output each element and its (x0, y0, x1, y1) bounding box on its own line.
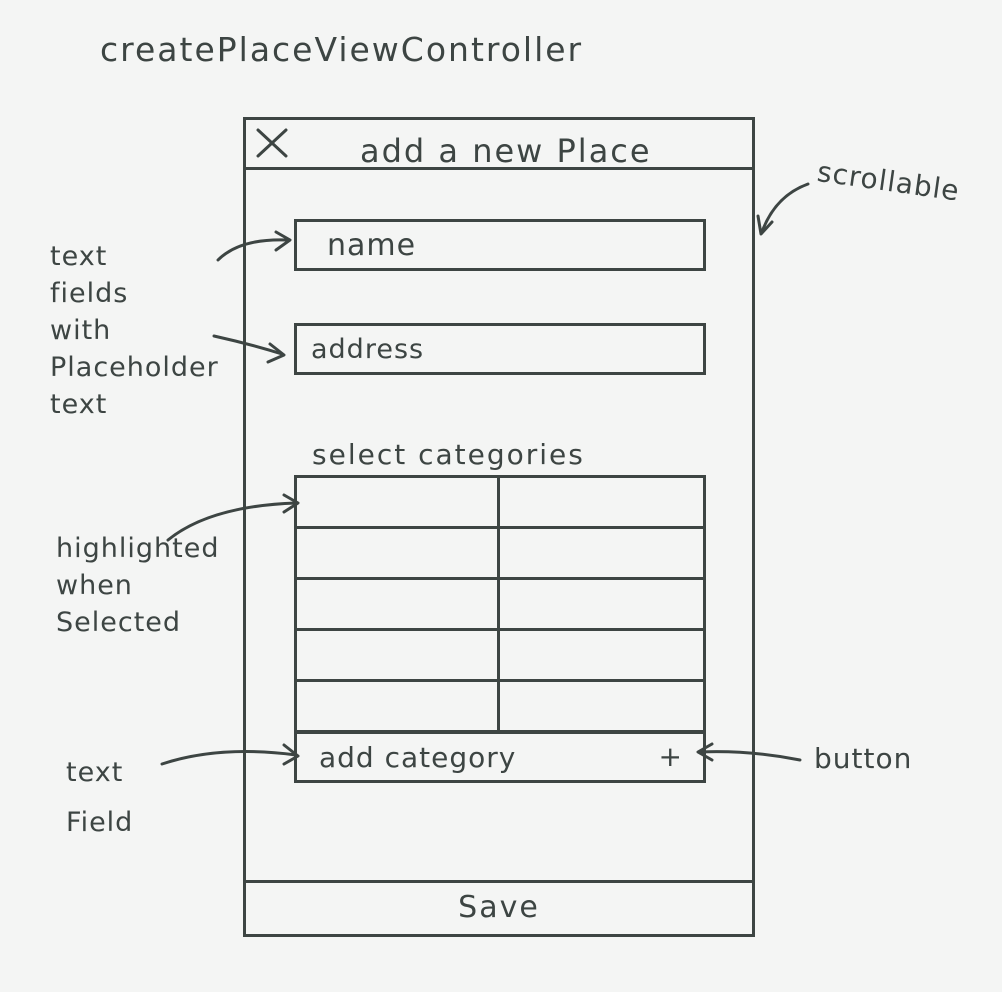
close-icon[interactable] (254, 126, 290, 162)
category-cell[interactable] (297, 478, 500, 529)
annotation-scrollable: scrollable (815, 154, 962, 208)
category-cell[interactable] (297, 631, 500, 682)
category-cell[interactable] (500, 478, 703, 529)
categories-label: select categories (312, 438, 585, 471)
category-cell[interactable] (500, 580, 703, 631)
nav-bar: add a new Place (246, 120, 752, 170)
category-cell[interactable] (500, 631, 703, 682)
phone-screen: add a new Place select categories + Save (243, 117, 755, 937)
category-grid (294, 475, 706, 733)
category-cell[interactable] (500, 682, 703, 733)
add-category-button[interactable]: + (658, 740, 683, 773)
annotation-text-field: text Field (66, 757, 134, 838)
nav-title: add a new Place (360, 132, 652, 170)
category-cell[interactable] (297, 529, 500, 580)
add-category-field[interactable] (297, 734, 637, 780)
address-field[interactable] (294, 323, 706, 375)
arrow-to-scroll-edge (760, 182, 810, 234)
save-button[interactable]: Save (246, 880, 752, 934)
category-cell[interactable] (297, 580, 500, 631)
annotation-button: button (814, 742, 913, 775)
diagram-title: createPlaceViewController (100, 30, 584, 69)
add-category-row: + (294, 731, 706, 783)
annotation-text-fields: text fields with Placeholder text (50, 241, 219, 420)
name-field[interactable] (294, 219, 706, 271)
category-cell[interactable] (500, 529, 703, 580)
annotation-highlighted: highlighted when Selected (56, 533, 220, 638)
category-cell[interactable] (297, 682, 500, 733)
